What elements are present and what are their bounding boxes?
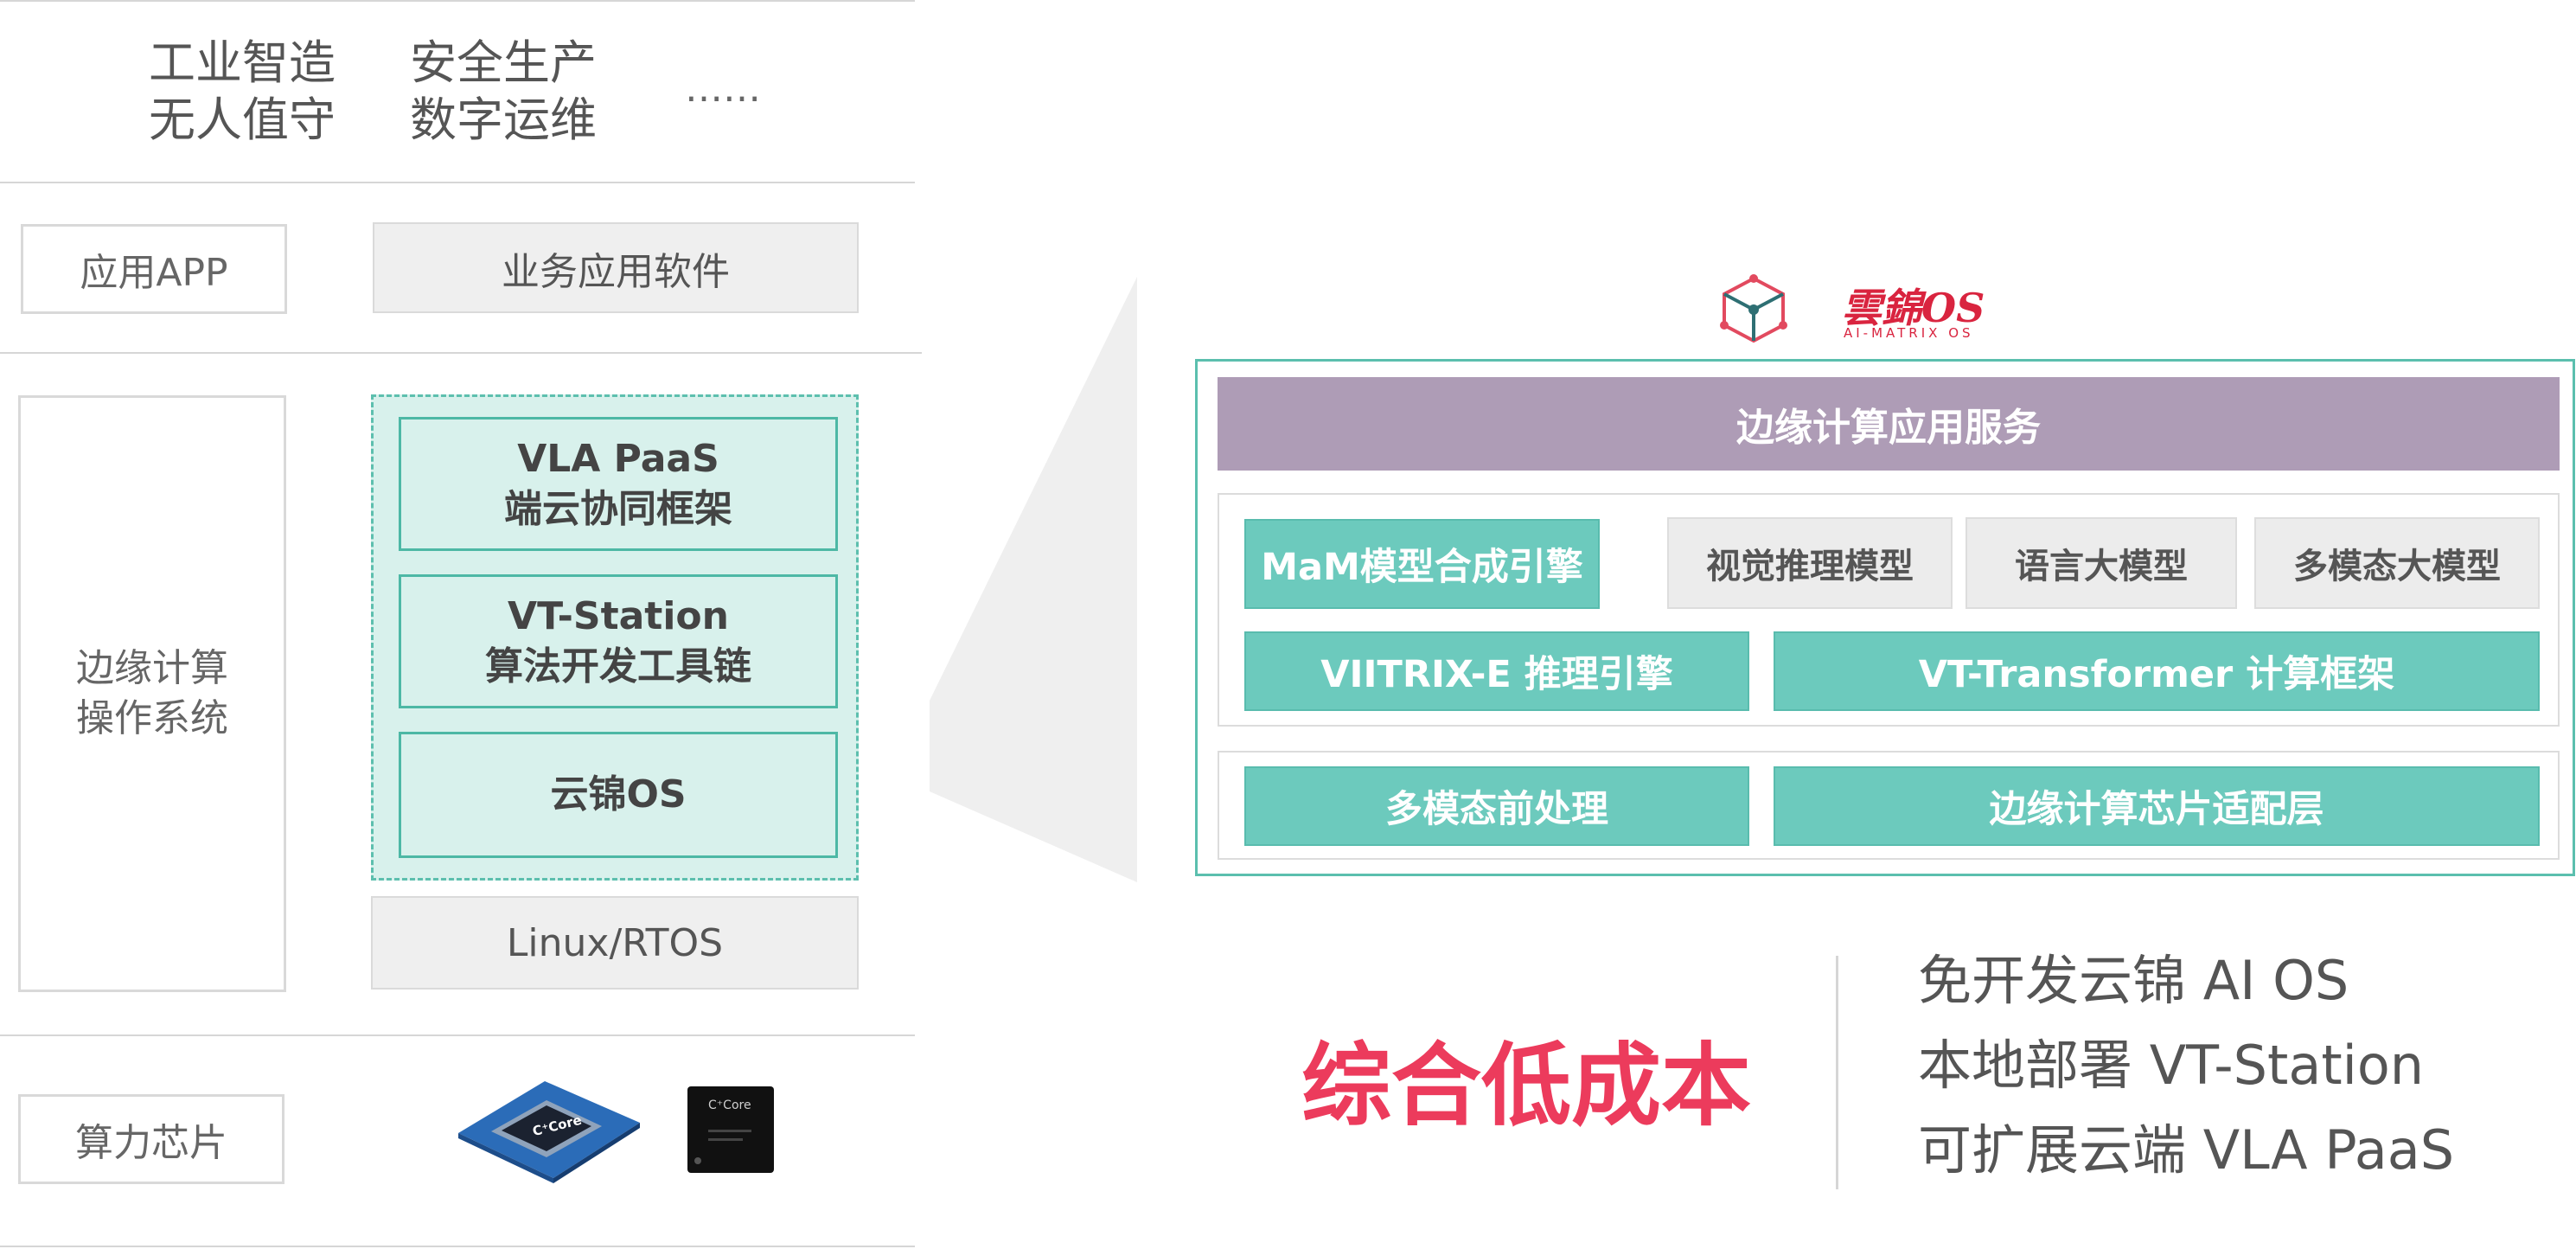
os-label-box: 边缘计算 操作系统 <box>18 395 286 992</box>
scenario-digital-ops: 数字运维 <box>410 93 597 147</box>
app-label-box: 应用APP <box>21 224 287 314</box>
chip-adapter-layer-box: 边缘计算芯片适配层 <box>1774 766 2540 846</box>
scenario-col-2: 安全生产 数字运维 <box>410 35 635 149</box>
divider-top <box>0 0 915 2</box>
yunjin-logo: 雲錦OS AI-MATRIX OS <box>1717 273 2011 344</box>
yunjin-logo-subtitle: AI-MATRIX OS <box>1844 325 1974 341</box>
scenario-col-1: 工业智造 无人值守 <box>149 35 374 149</box>
scenario-industrial: 工业智造 <box>149 35 336 90</box>
vision-model-box: 视觉推理模型 <box>1667 517 1953 609</box>
app-software-box: 业务应用软件 <box>373 222 859 313</box>
soc-chip-lines-2 <box>708 1138 743 1141</box>
low-cost-headline: 综合低成本 <box>1301 1033 1752 1138</box>
cpu-chip-image: C⁺Core <box>450 1073 649 1185</box>
chip-label-box: 算力芯片 <box>18 1094 284 1184</box>
os-label-line1: 边缘计算 <box>76 646 228 690</box>
scenario-safety: 安全生产 <box>410 35 597 90</box>
soc-chip-dot <box>694 1157 701 1164</box>
multimodal-model-box: 多模态大模型 <box>2254 517 2540 609</box>
yunjin-logo-icon <box>1720 274 1787 343</box>
benefit-item-2: 本地部署 VT-Station <box>1918 1034 2425 1097</box>
mam-engine-box: MaM模型合成引擎 <box>1244 519 1600 609</box>
soc-chip-brand: C⁺Core <box>708 1098 751 1112</box>
os-label-line2: 操作系统 <box>76 696 228 740</box>
vla-paas-title: VLA PaaS <box>517 436 719 481</box>
divider-bottom <box>0 1246 915 1247</box>
vt-station-subtitle: 算法开发工具链 <box>485 644 751 689</box>
divider-3 <box>0 1034 915 1036</box>
edge-app-service-bar: 边缘计算应用服务 <box>1218 377 2560 471</box>
soc-chip-image: C⁺Core <box>687 1086 774 1173</box>
language-model-box: 语言大模型 <box>1966 517 2237 609</box>
divider-1 <box>0 182 915 183</box>
divider-2 <box>0 352 922 354</box>
yunjin-os-box: 云锦OS <box>399 732 838 858</box>
vt-station-box: VT-Station 算法开发工具链 <box>399 574 838 708</box>
scenario-more: …… <box>685 67 761 111</box>
viitrix-engine-box: VIITRIX-E 推理引擎 <box>1244 631 1749 711</box>
soc-chip-lines <box>708 1130 751 1132</box>
vt-transformer-box: VT-Transformer 计算框架 <box>1774 631 2540 711</box>
multimodal-preprocess-box: 多模态前处理 <box>1244 766 1749 846</box>
vla-paas-subtitle: 端云协同框架 <box>504 486 732 531</box>
benefit-item-1: 免开发云锦 AI OS <box>1918 949 2349 1012</box>
benefit-list: 免开发云锦 AI OS 本地部署 VT-Station 可扩展云端 VLA Pa… <box>1918 938 2454 1193</box>
zoom-connector <box>930 277 1137 882</box>
linux-rtos-box: Linux/RTOS <box>371 896 859 990</box>
vla-paas-box: VLA PaaS 端云协同框架 <box>399 417 838 551</box>
benefit-item-3: 可扩展云端 VLA PaaS <box>1918 1118 2455 1182</box>
vt-station-title: VT-Station <box>508 593 729 638</box>
yunjin-logo-title: 雲錦OS <box>1842 285 1985 331</box>
scenario-unattended: 无人值守 <box>149 93 336 147</box>
summary-divider <box>1836 956 1838 1189</box>
